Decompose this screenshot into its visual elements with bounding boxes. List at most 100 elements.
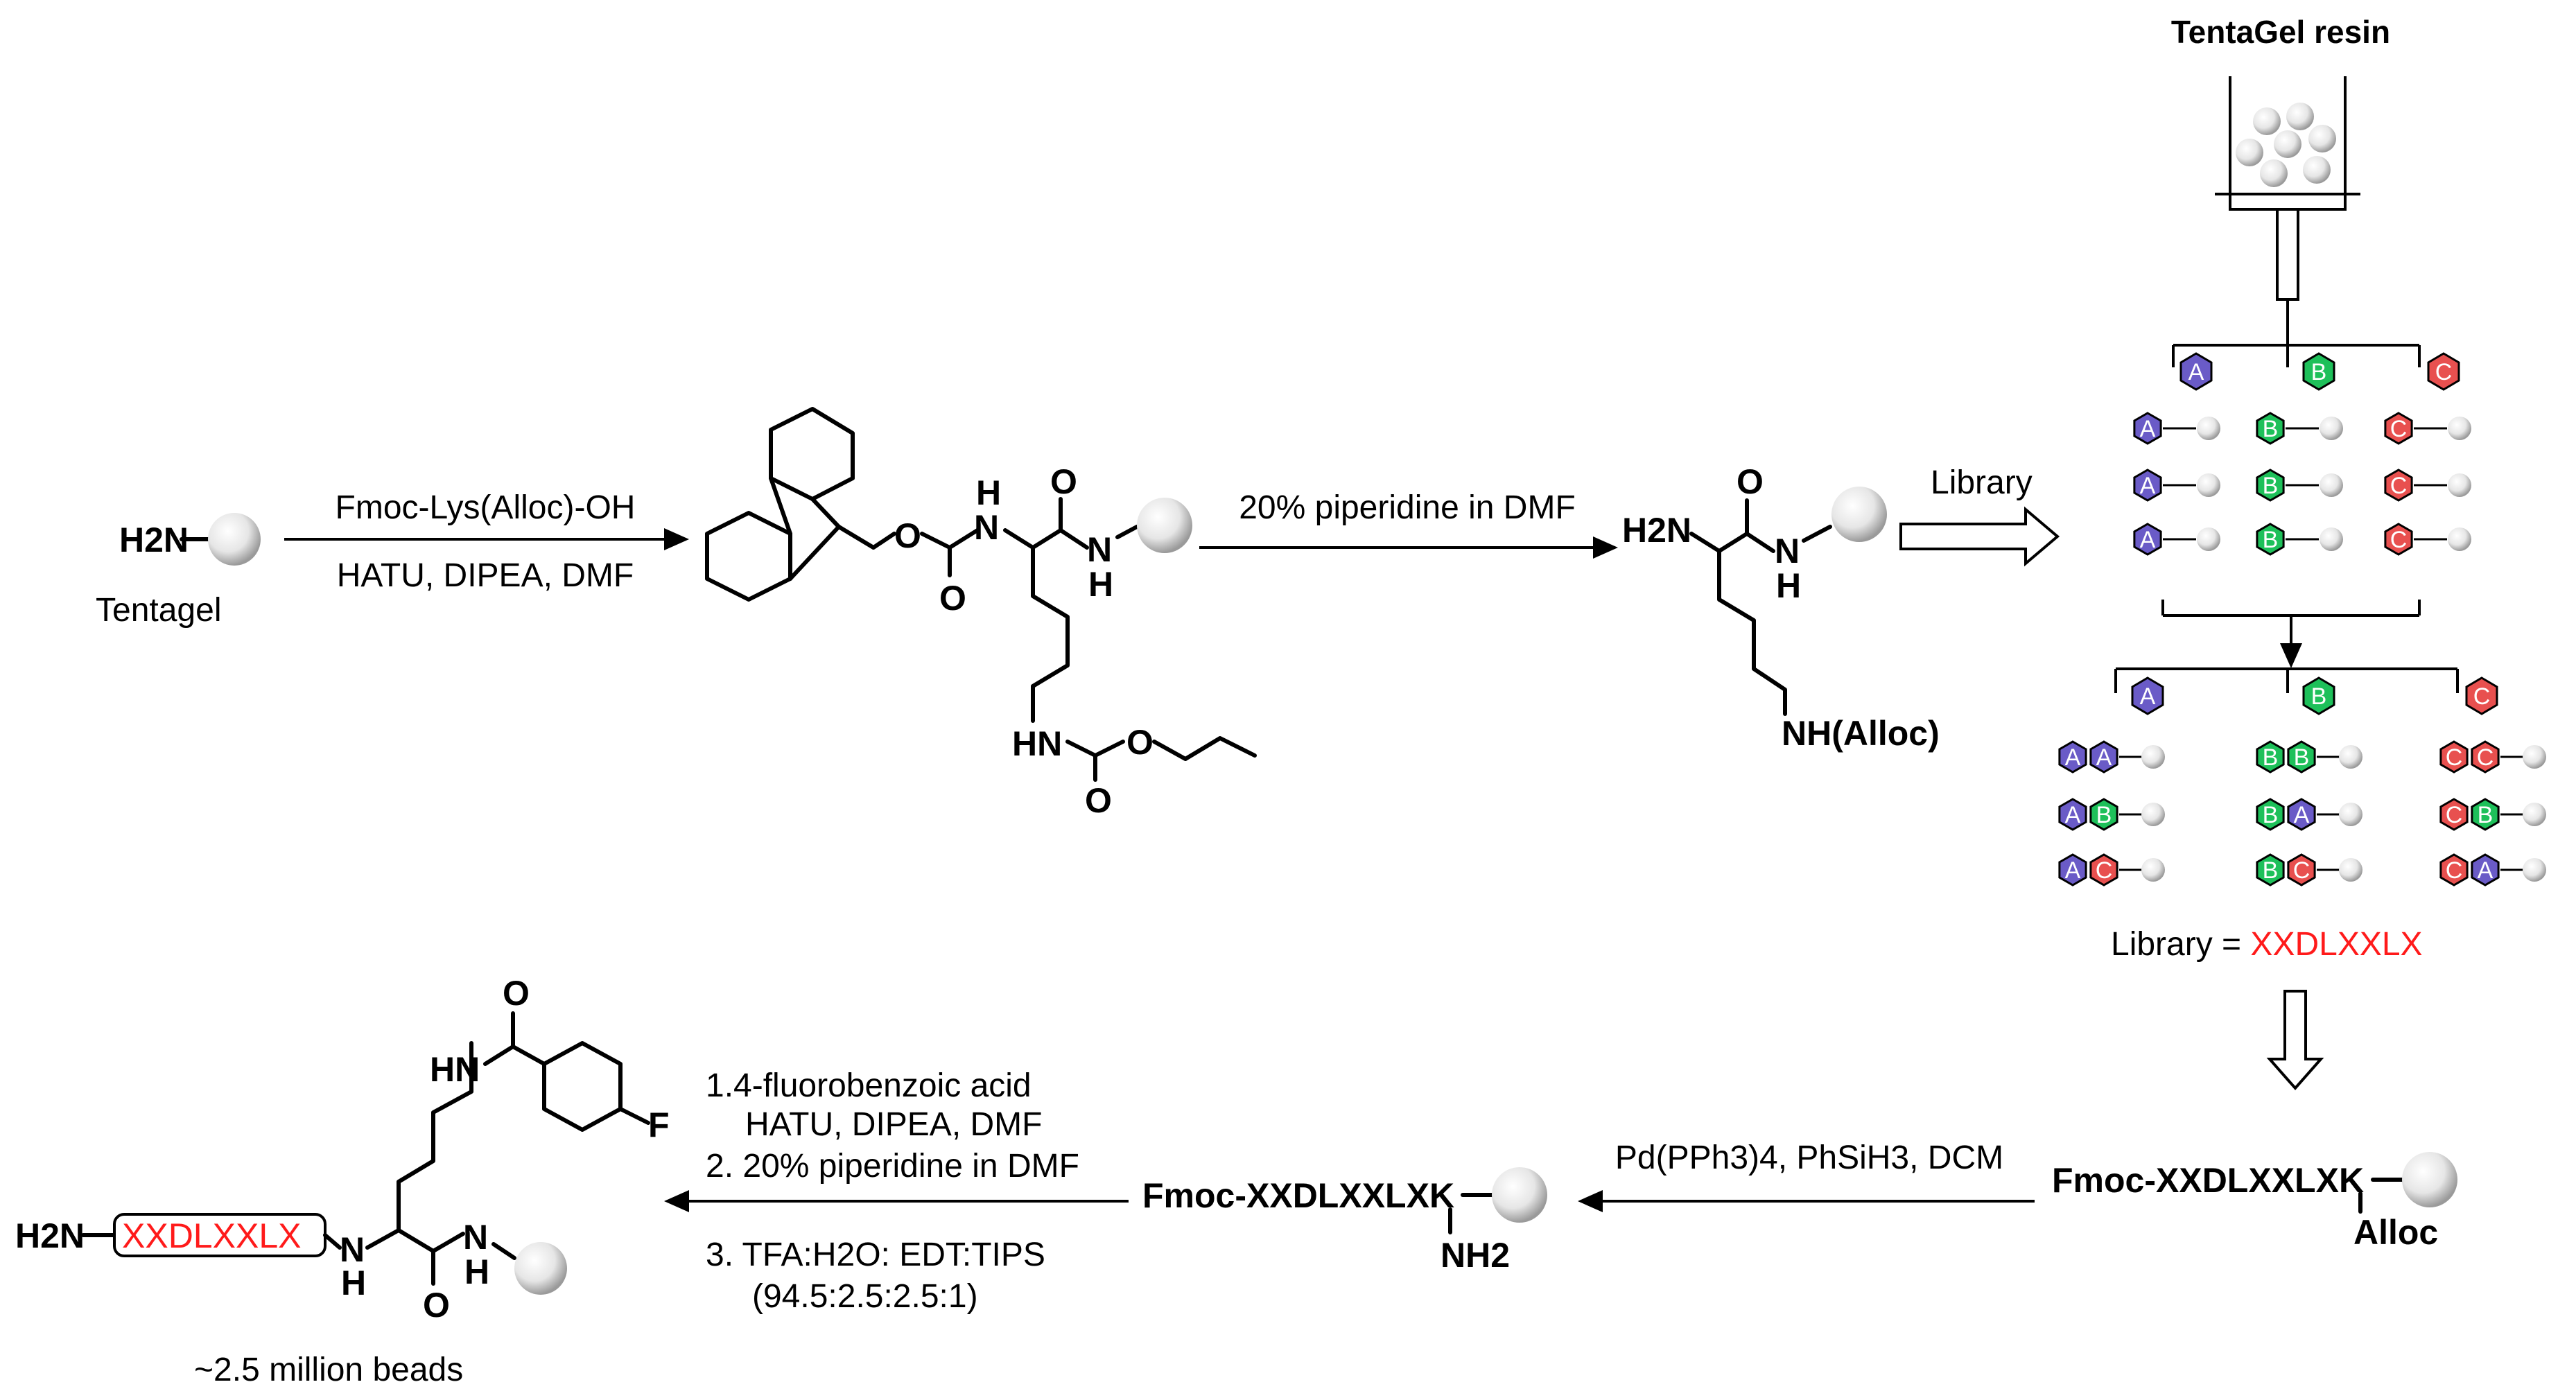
fmoc-lys-alloc-structure: O O N H O N H HN O O bbox=[705, 407, 1257, 820]
svg-text:C: C bbox=[2435, 359, 2453, 385]
hexagon-label: B bbox=[2263, 857, 2279, 884]
compound-alloc-group: Alloc bbox=[2353, 1213, 2438, 1252]
hexagon-label: A bbox=[2294, 802, 2310, 828]
resin-bead-icon bbox=[2523, 745, 2546, 769]
hexagon-label: C bbox=[2096, 857, 2113, 884]
atom-nh: HN bbox=[1012, 724, 1062, 763]
split2-block-B: B bbox=[2302, 676, 2335, 715]
atom-n: N bbox=[340, 1230, 365, 1269]
svg-text:B: B bbox=[2311, 359, 2327, 385]
lys-alloc-structure: H2N O N H NH(Alloc) bbox=[1622, 462, 1940, 753]
resin-bead-icon bbox=[2523, 858, 2546, 882]
split1-block-C: C bbox=[2427, 352, 2460, 391]
svg-text:C: C bbox=[2473, 683, 2491, 710]
hexagon-label: A bbox=[2140, 416, 2156, 442]
atom-o: O bbox=[423, 1286, 450, 1325]
atom-n: N bbox=[974, 508, 999, 547]
hexagon-building-block-icon bbox=[2471, 853, 2500, 886]
intermediate2-side-chain: NH(Alloc) bbox=[1782, 714, 1940, 753]
atom-o: O bbox=[1737, 462, 1764, 501]
hexagon-label: B bbox=[2263, 802, 2279, 828]
hexagon-label: B bbox=[2096, 802, 2112, 828]
resin-title: TentaGel resin bbox=[2171, 14, 2390, 50]
hexagon-label: C bbox=[2446, 744, 2463, 771]
hexagon-label: A bbox=[2140, 473, 2156, 499]
step1-arrow: Fmoc-Lys(Alloc)-OH HATU, DIPEA, DMF bbox=[284, 489, 689, 594]
hexagon-building-block-icon bbox=[2256, 469, 2285, 502]
hexagon-building-block-icon bbox=[2133, 412, 2162, 445]
final-step-line3: 2. 20% piperidine in DMF bbox=[706, 1148, 1079, 1185]
hexagon-building-block-icon bbox=[2179, 352, 2213, 391]
hexagon-building-block-icon bbox=[2471, 740, 2500, 774]
hexagon-label: B bbox=[2263, 416, 2279, 442]
svg-text:B: B bbox=[2311, 683, 2327, 710]
deprotect-arrow: Pd(PPh3)4, PhSiH3, DCM bbox=[1578, 1139, 2035, 1212]
library-arrow-label: Library bbox=[1931, 464, 2033, 501]
final-caption: ~2.5 million beads bbox=[194, 1352, 463, 1388]
hexagon-building-block-icon bbox=[2427, 352, 2460, 391]
hexagon-building-block-icon bbox=[2133, 469, 2162, 502]
hexagon-label: C bbox=[2293, 857, 2310, 884]
hexagon-building-block-icon bbox=[2287, 740, 2316, 774]
final-sequence: XXDLXXLX bbox=[122, 1216, 301, 1255]
hexagon-building-block-icon bbox=[2302, 352, 2335, 391]
hexagon-building-block-icon bbox=[2287, 853, 2316, 886]
hexagon-building-block-icon bbox=[2384, 523, 2413, 556]
split2-block-A: A bbox=[2131, 676, 2164, 715]
resin-bead-icon bbox=[1137, 498, 1192, 553]
hexagon-building-block-icon bbox=[2256, 523, 2285, 556]
hexagon-label: C bbox=[2390, 527, 2408, 553]
step1-reagent-bottom: HATU, DIPEA, DMF bbox=[337, 557, 634, 594]
final-step-line1: 1.4-fluorobenzoic acid bbox=[706, 1067, 1032, 1104]
split1-block-A: A bbox=[2179, 352, 2213, 391]
hexagon-building-block-icon bbox=[2058, 853, 2087, 886]
hexagon-building-block-icon bbox=[2256, 740, 2285, 774]
step2-reagent: 20% piperidine in DMF bbox=[1239, 489, 1576, 526]
open-arrow-icon bbox=[1899, 506, 2060, 567]
resin-bead-icon bbox=[2197, 417, 2220, 440]
resin-bead-icon bbox=[2339, 858, 2362, 882]
atom-o: O bbox=[939, 579, 966, 618]
hexagon-label: B bbox=[2263, 744, 2279, 771]
atom-o: O bbox=[1050, 462, 1077, 501]
hexagon-building-block-icon bbox=[2471, 798, 2500, 831]
hexagon-label: B bbox=[2294, 744, 2310, 771]
step2-arrow: 20% piperidine in DMF bbox=[1199, 489, 1618, 559]
hexagon-building-block-icon bbox=[2256, 853, 2285, 886]
hexagon-building-block-icon bbox=[2465, 676, 2498, 715]
resin-bead-icon bbox=[2141, 803, 2165, 826]
hexagon-label: B bbox=[2263, 473, 2279, 499]
split-pool-panel: TentaGel resin A B bbox=[2058, 14, 2546, 1091]
hexagon-label: A bbox=[2478, 857, 2494, 884]
resin-bead-icon bbox=[2320, 417, 2343, 440]
hexagon-building-block-icon bbox=[2384, 469, 2413, 502]
atom-h: H bbox=[1088, 565, 1113, 604]
atom-n: N bbox=[463, 1218, 488, 1257]
hexagon-building-block-icon bbox=[2089, 853, 2118, 886]
hexagon-label: A bbox=[2096, 744, 2112, 771]
resin-bead-icon bbox=[2339, 745, 2362, 769]
svg-text:A: A bbox=[2188, 359, 2204, 385]
hexagon-label: C bbox=[2390, 416, 2408, 442]
deprotect-reagent: Pd(PPh3)4, PhSiH3, DCM bbox=[1615, 1139, 2003, 1176]
hexagon-label: B bbox=[2263, 527, 2279, 553]
hexagon-label: B bbox=[2478, 802, 2494, 828]
start-material: H2N Tentagel bbox=[96, 513, 261, 629]
hexagon-building-block-icon bbox=[2384, 412, 2413, 445]
start-amine: H2N bbox=[119, 521, 189, 559]
start-label: Tentagel bbox=[96, 592, 221, 629]
hexagon-label: C bbox=[2477, 744, 2494, 771]
hexagon-building-block-icon bbox=[2439, 798, 2469, 831]
open-arrow-icon bbox=[2266, 990, 2324, 1091]
hexagon-building-block-icon bbox=[2089, 798, 2118, 831]
split1-block-B: B bbox=[2302, 352, 2335, 391]
final-product: H2N XXDLXXLX N H O N H HN O F ~2.5 milli… bbox=[15, 974, 670, 1388]
svg-text:A: A bbox=[2140, 683, 2156, 710]
resin-bead-icon bbox=[2141, 745, 2165, 769]
compound-alloc-name: Fmoc-XXDLXXLXK bbox=[2052, 1161, 2364, 1200]
final-fluoro: F bbox=[648, 1106, 670, 1144]
hexagon-building-block-icon bbox=[2133, 523, 2162, 556]
resin-bead-icon bbox=[2339, 803, 2362, 826]
